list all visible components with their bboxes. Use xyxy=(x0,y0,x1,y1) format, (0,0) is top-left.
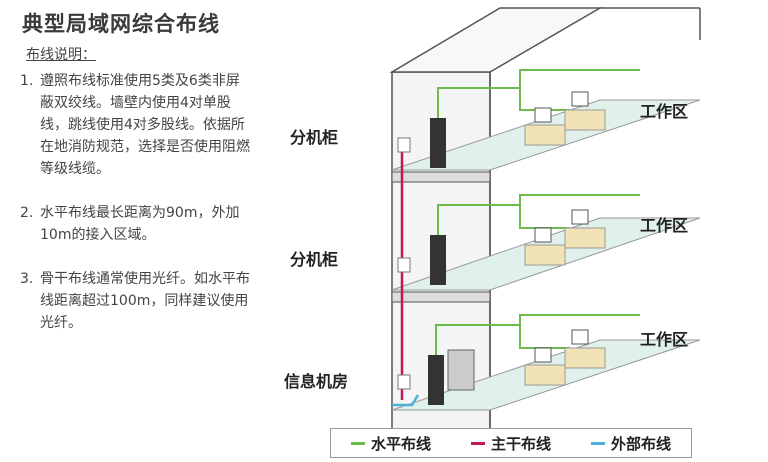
note-number: 1. xyxy=(20,73,34,89)
legend-swatch xyxy=(590,441,605,445)
diagram-title: 典型局域网综合布线 xyxy=(22,12,220,36)
cabinet-label: 分机柜 xyxy=(290,250,339,269)
note-text: 遵照布线标准使用5类及6类非屏蔽双绞线。墙壁内使用4对单股线，跳线使用4对多股线… xyxy=(40,73,250,177)
notes-list: 1. 遵照布线标准使用5类及6类非屏蔽双绞线。墙壁内使用4对单股线，跳线使用4对… xyxy=(20,70,250,356)
external-cable xyxy=(392,394,420,407)
computer-icon xyxy=(534,347,552,363)
work-area-label: 工作区 xyxy=(640,216,689,235)
note-item: 3. 骨干布线通常使用光纤。如水平布线距离超过100m，同样建议使用光纤。 xyxy=(20,268,250,334)
computer-icon xyxy=(534,227,552,243)
desk-icon xyxy=(524,364,566,386)
computer-icon xyxy=(571,329,589,345)
server-rack-icon xyxy=(428,355,444,405)
note-text: 骨干布线通常使用光纤。如水平布线距离超过100m，同样建议使用光纤。 xyxy=(40,271,250,331)
server-rack-icon xyxy=(430,118,446,168)
legend-item: 主干布线 xyxy=(470,433,551,454)
computer-icon xyxy=(571,91,589,107)
computer-icon xyxy=(534,107,552,123)
patch-panel-icon xyxy=(397,374,411,390)
note-number: 2. xyxy=(20,205,34,221)
desk-icon xyxy=(524,124,566,146)
desk-icon xyxy=(564,227,606,249)
desk-icon xyxy=(564,347,606,369)
note-item: 2. 水平布线最长距离为90m，外加10m的接入区域。 xyxy=(20,202,250,246)
legend-item: 水平布线 xyxy=(350,433,431,454)
work-area-label: 工作区 xyxy=(640,102,689,121)
notes-heading: 布线说明： xyxy=(26,47,96,63)
legend-swatch xyxy=(350,441,365,445)
legend-label: 主干布线 xyxy=(490,434,551,453)
note-item: 1. 遵照布线标准使用5类及6类非屏蔽双绞线。墙壁内使用4对单股线，跳线使用4对… xyxy=(20,70,250,180)
computer-icon xyxy=(571,209,589,225)
server-icon xyxy=(447,349,475,391)
legend: 水平布线 主干布线 外部布线 xyxy=(330,428,692,458)
legend-item: 外部布线 xyxy=(590,433,671,454)
note-number: 3. xyxy=(20,271,34,287)
legend-label: 外部布线 xyxy=(610,434,671,453)
desk-icon xyxy=(524,244,566,266)
note-text: 水平布线最长距离为90m，外加10m的接入区域。 xyxy=(40,205,240,243)
legend-label: 水平布线 xyxy=(370,434,431,453)
legend-swatch xyxy=(470,441,485,445)
roof xyxy=(389,7,603,73)
server-rack-icon xyxy=(430,235,446,285)
cabinet-label: 分机柜 xyxy=(290,128,339,147)
cabinet-label: 信息机房 xyxy=(284,372,349,391)
patch-panel-icon xyxy=(397,137,411,153)
desk-icon xyxy=(564,109,606,131)
work-area-label: 工作区 xyxy=(640,330,689,349)
patch-panel-icon xyxy=(397,257,411,273)
